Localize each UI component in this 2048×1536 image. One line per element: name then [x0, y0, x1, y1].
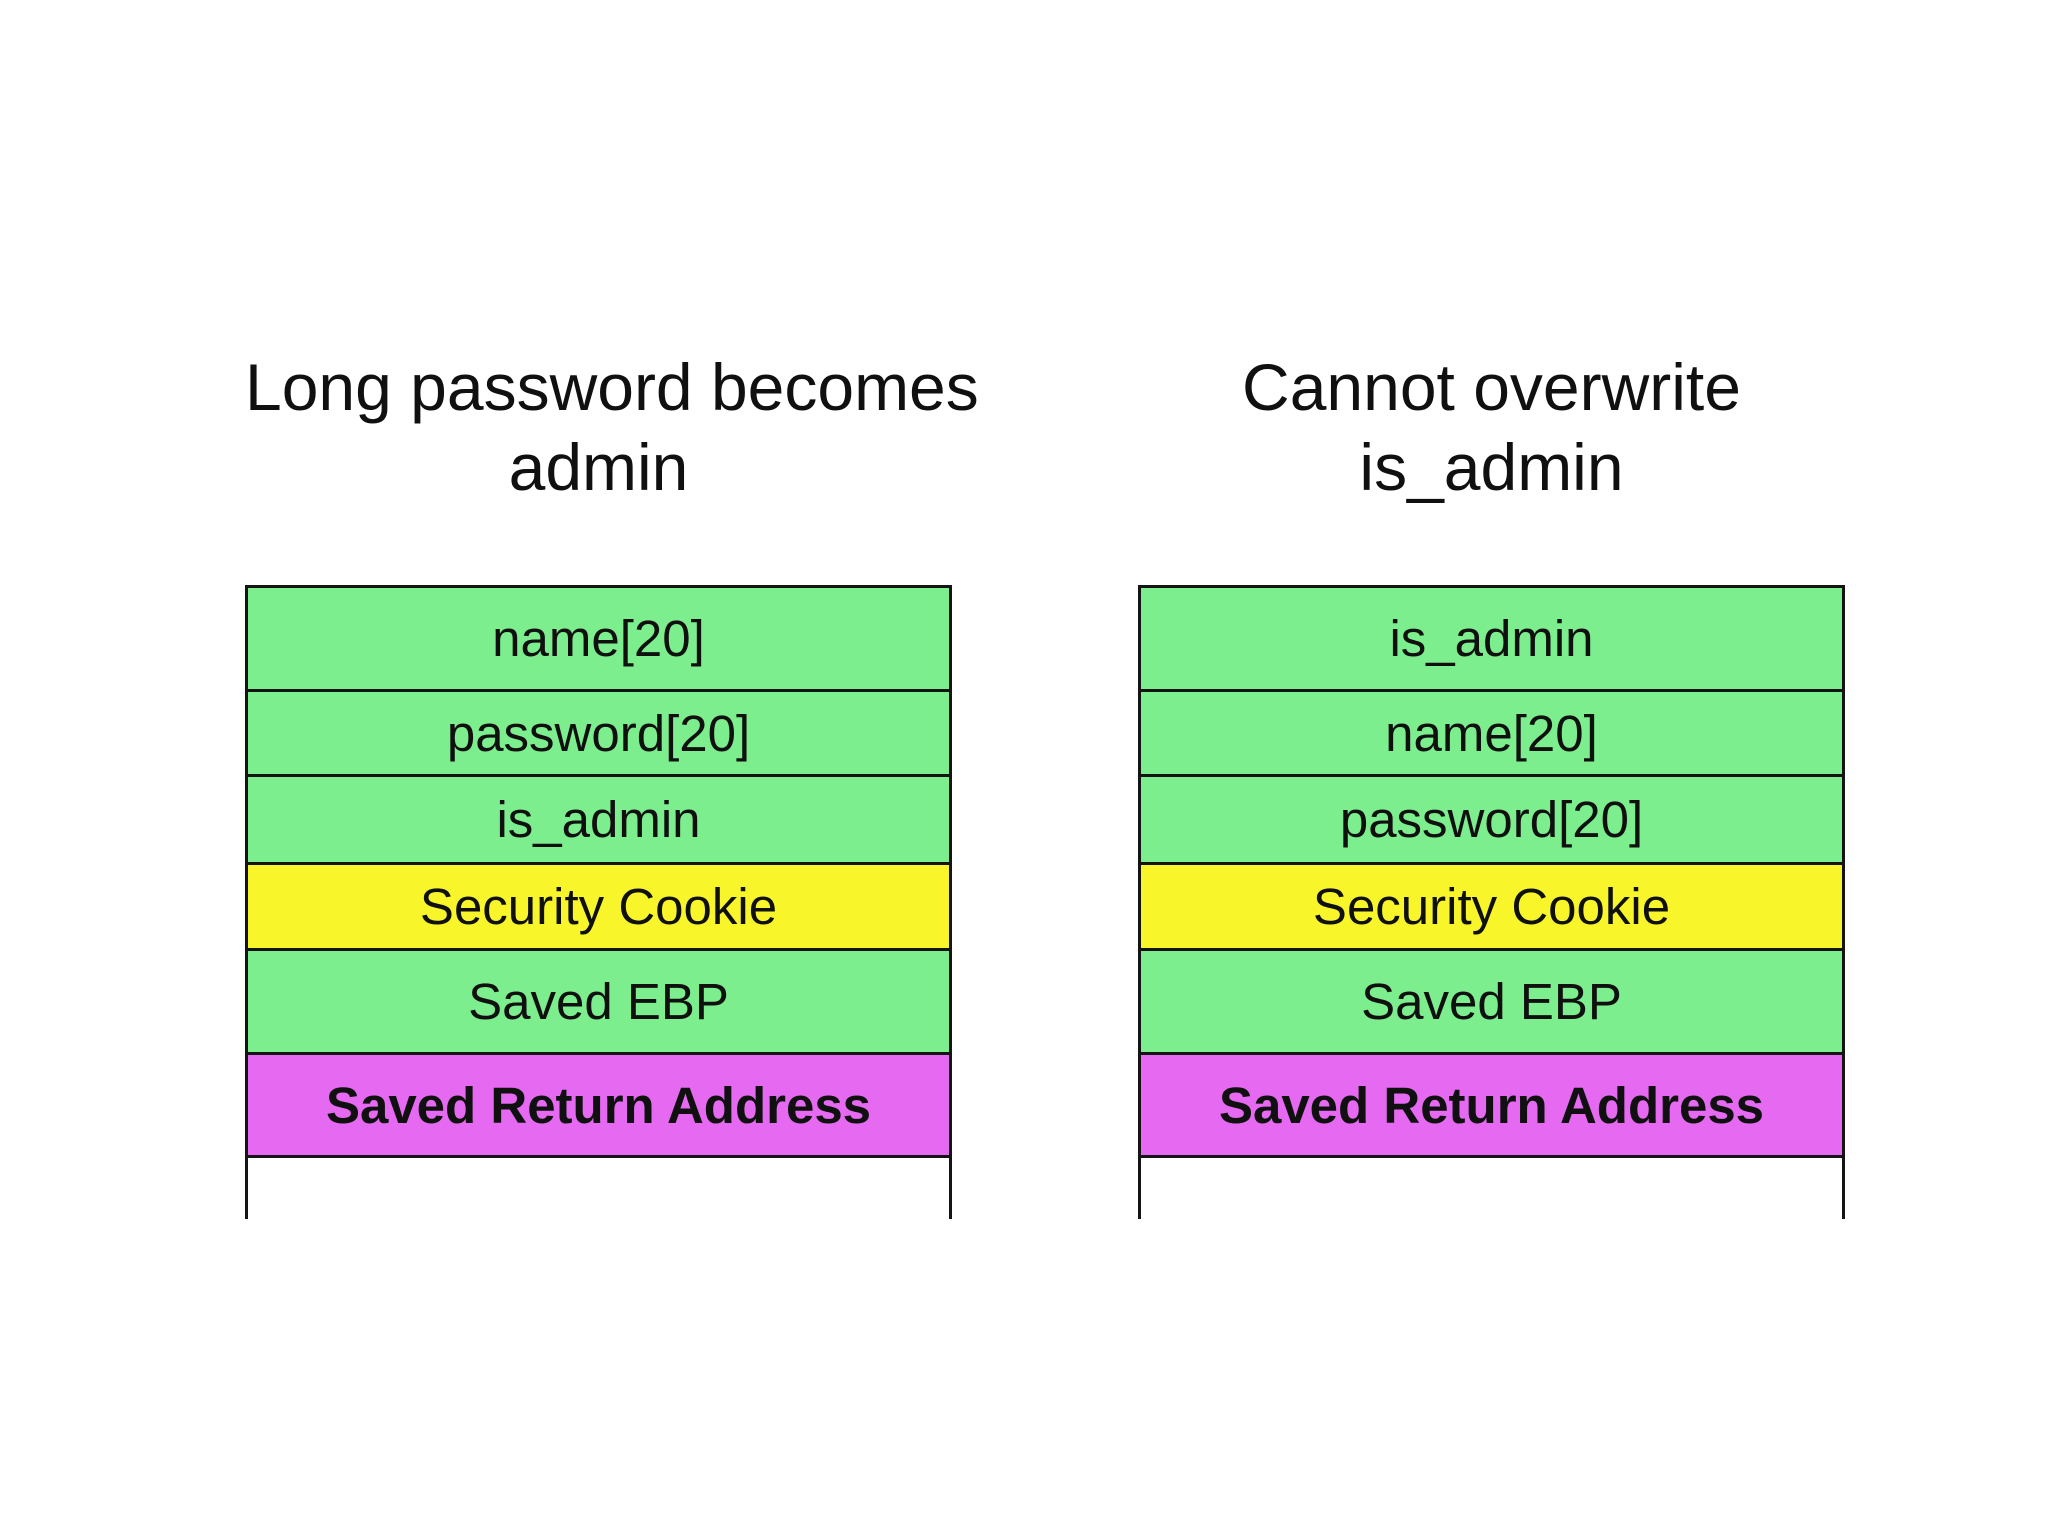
right-stack-row-is-admin: is_admin: [1141, 588, 1842, 692]
left-stack-row-saved-return-address: Saved Return Address: [248, 1055, 949, 1158]
right-title-line-1: Cannot overwrite: [1242, 350, 1741, 424]
left-stack-row-is-admin: is_admin: [248, 777, 949, 865]
right-title-line-2: is_admin: [1359, 430, 1624, 504]
left-stack-row-security-cookie: Security Cookie: [248, 865, 949, 951]
right-stack-row-name20: name[20]: [1141, 692, 1842, 777]
left-stack-row-empty: [248, 1158, 949, 1219]
right-memory-stack: is_admin name[20] password[20] Security …: [1138, 585, 1845, 1219]
left-stack-title: Long password becomes admin: [245, 347, 979, 507]
right-stack-title: Cannot overwrite is_admin: [1138, 347, 1845, 507]
right-stack-row-security-cookie: Security Cookie: [1141, 865, 1842, 951]
left-stack-row-name20: name[20]: [248, 588, 949, 692]
left-memory-stack: name[20] password[20] is_admin Security …: [245, 585, 952, 1219]
left-title-line-1: Long password becomes: [245, 350, 979, 424]
left-title-line-2: admin: [508, 430, 689, 504]
left-stack-row-saved-ebp: Saved EBP: [248, 951, 949, 1055]
right-stack-row-saved-ebp: Saved EBP: [1141, 951, 1842, 1055]
left-stack-row-password20: password[20]: [248, 692, 949, 777]
right-stack-row-empty: [1141, 1158, 1842, 1219]
right-stack-row-password20: password[20]: [1141, 777, 1842, 865]
right-stack-row-saved-return-address: Saved Return Address: [1141, 1055, 1842, 1158]
